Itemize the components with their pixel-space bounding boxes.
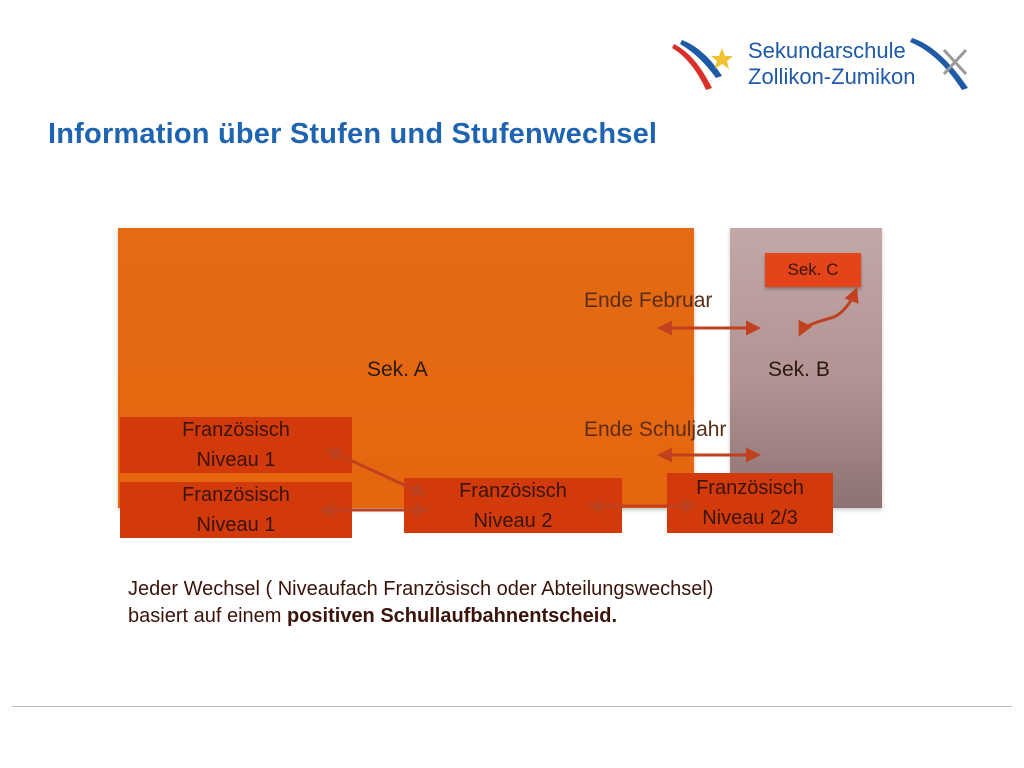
info-note: Jeder Wechsel ( Niveaufach Französisch o…	[128, 576, 888, 630]
ende-schuljahr-label: Ende Schuljahr	[584, 418, 727, 441]
box-line-2: Niveau 2	[473, 509, 553, 532]
box-line-1: Französisch	[182, 484, 290, 506]
box-line-1: Französisch	[696, 477, 804, 499]
logo-line-1: Sekundarschule	[748, 38, 906, 63]
box-line-1: Französisch	[182, 419, 290, 441]
ende-februar-label: Ende Februar	[584, 289, 713, 312]
sek-c-box: Sek. C	[765, 253, 861, 287]
footer-divider	[12, 706, 1012, 707]
note-line-2-plain: basiert auf einem	[128, 605, 287, 627]
franzoesisch-niveau-1-box-a: Französisch Niveau 1	[120, 417, 352, 473]
note-line-2: basiert auf einem positiven Schullaufbah…	[128, 603, 888, 630]
box-line-2: Niveau 2/3	[702, 507, 798, 529]
page-title: Information über Stufen und Stufenwechse…	[48, 118, 658, 150]
logo-swoosh-icon	[910, 38, 968, 90]
box-line-2: Niveau 1	[196, 514, 276, 536]
niveau1-to-niveau2-diagonal-arrow	[325, 448, 427, 496]
logo-text: Sekundarschule Zollikon-Zumikon	[748, 38, 916, 90]
franzoesisch-niveau-1-box-b: Französisch Niveau 1	[120, 482, 352, 538]
sek-c-curved-arrow	[798, 287, 859, 337]
box-line-1: Französisch	[459, 479, 567, 502]
sek-a-label: Sek. A	[367, 358, 428, 381]
box-line-2: Niveau 1	[196, 449, 276, 471]
note-line-1: Jeder Wechsel ( Niveaufach Französisch o…	[128, 578, 714, 600]
logo-line-2: Zollikon-Zumikon	[748, 64, 916, 89]
sek-b-label: Sek. B	[768, 358, 830, 381]
school-logo-icon	[672, 40, 733, 90]
note-line-2-bold: positiven Schullaufbahnentscheid.	[286, 605, 618, 627]
franzoesisch-niveau-2-box: Französisch Niveau 2	[404, 478, 622, 533]
